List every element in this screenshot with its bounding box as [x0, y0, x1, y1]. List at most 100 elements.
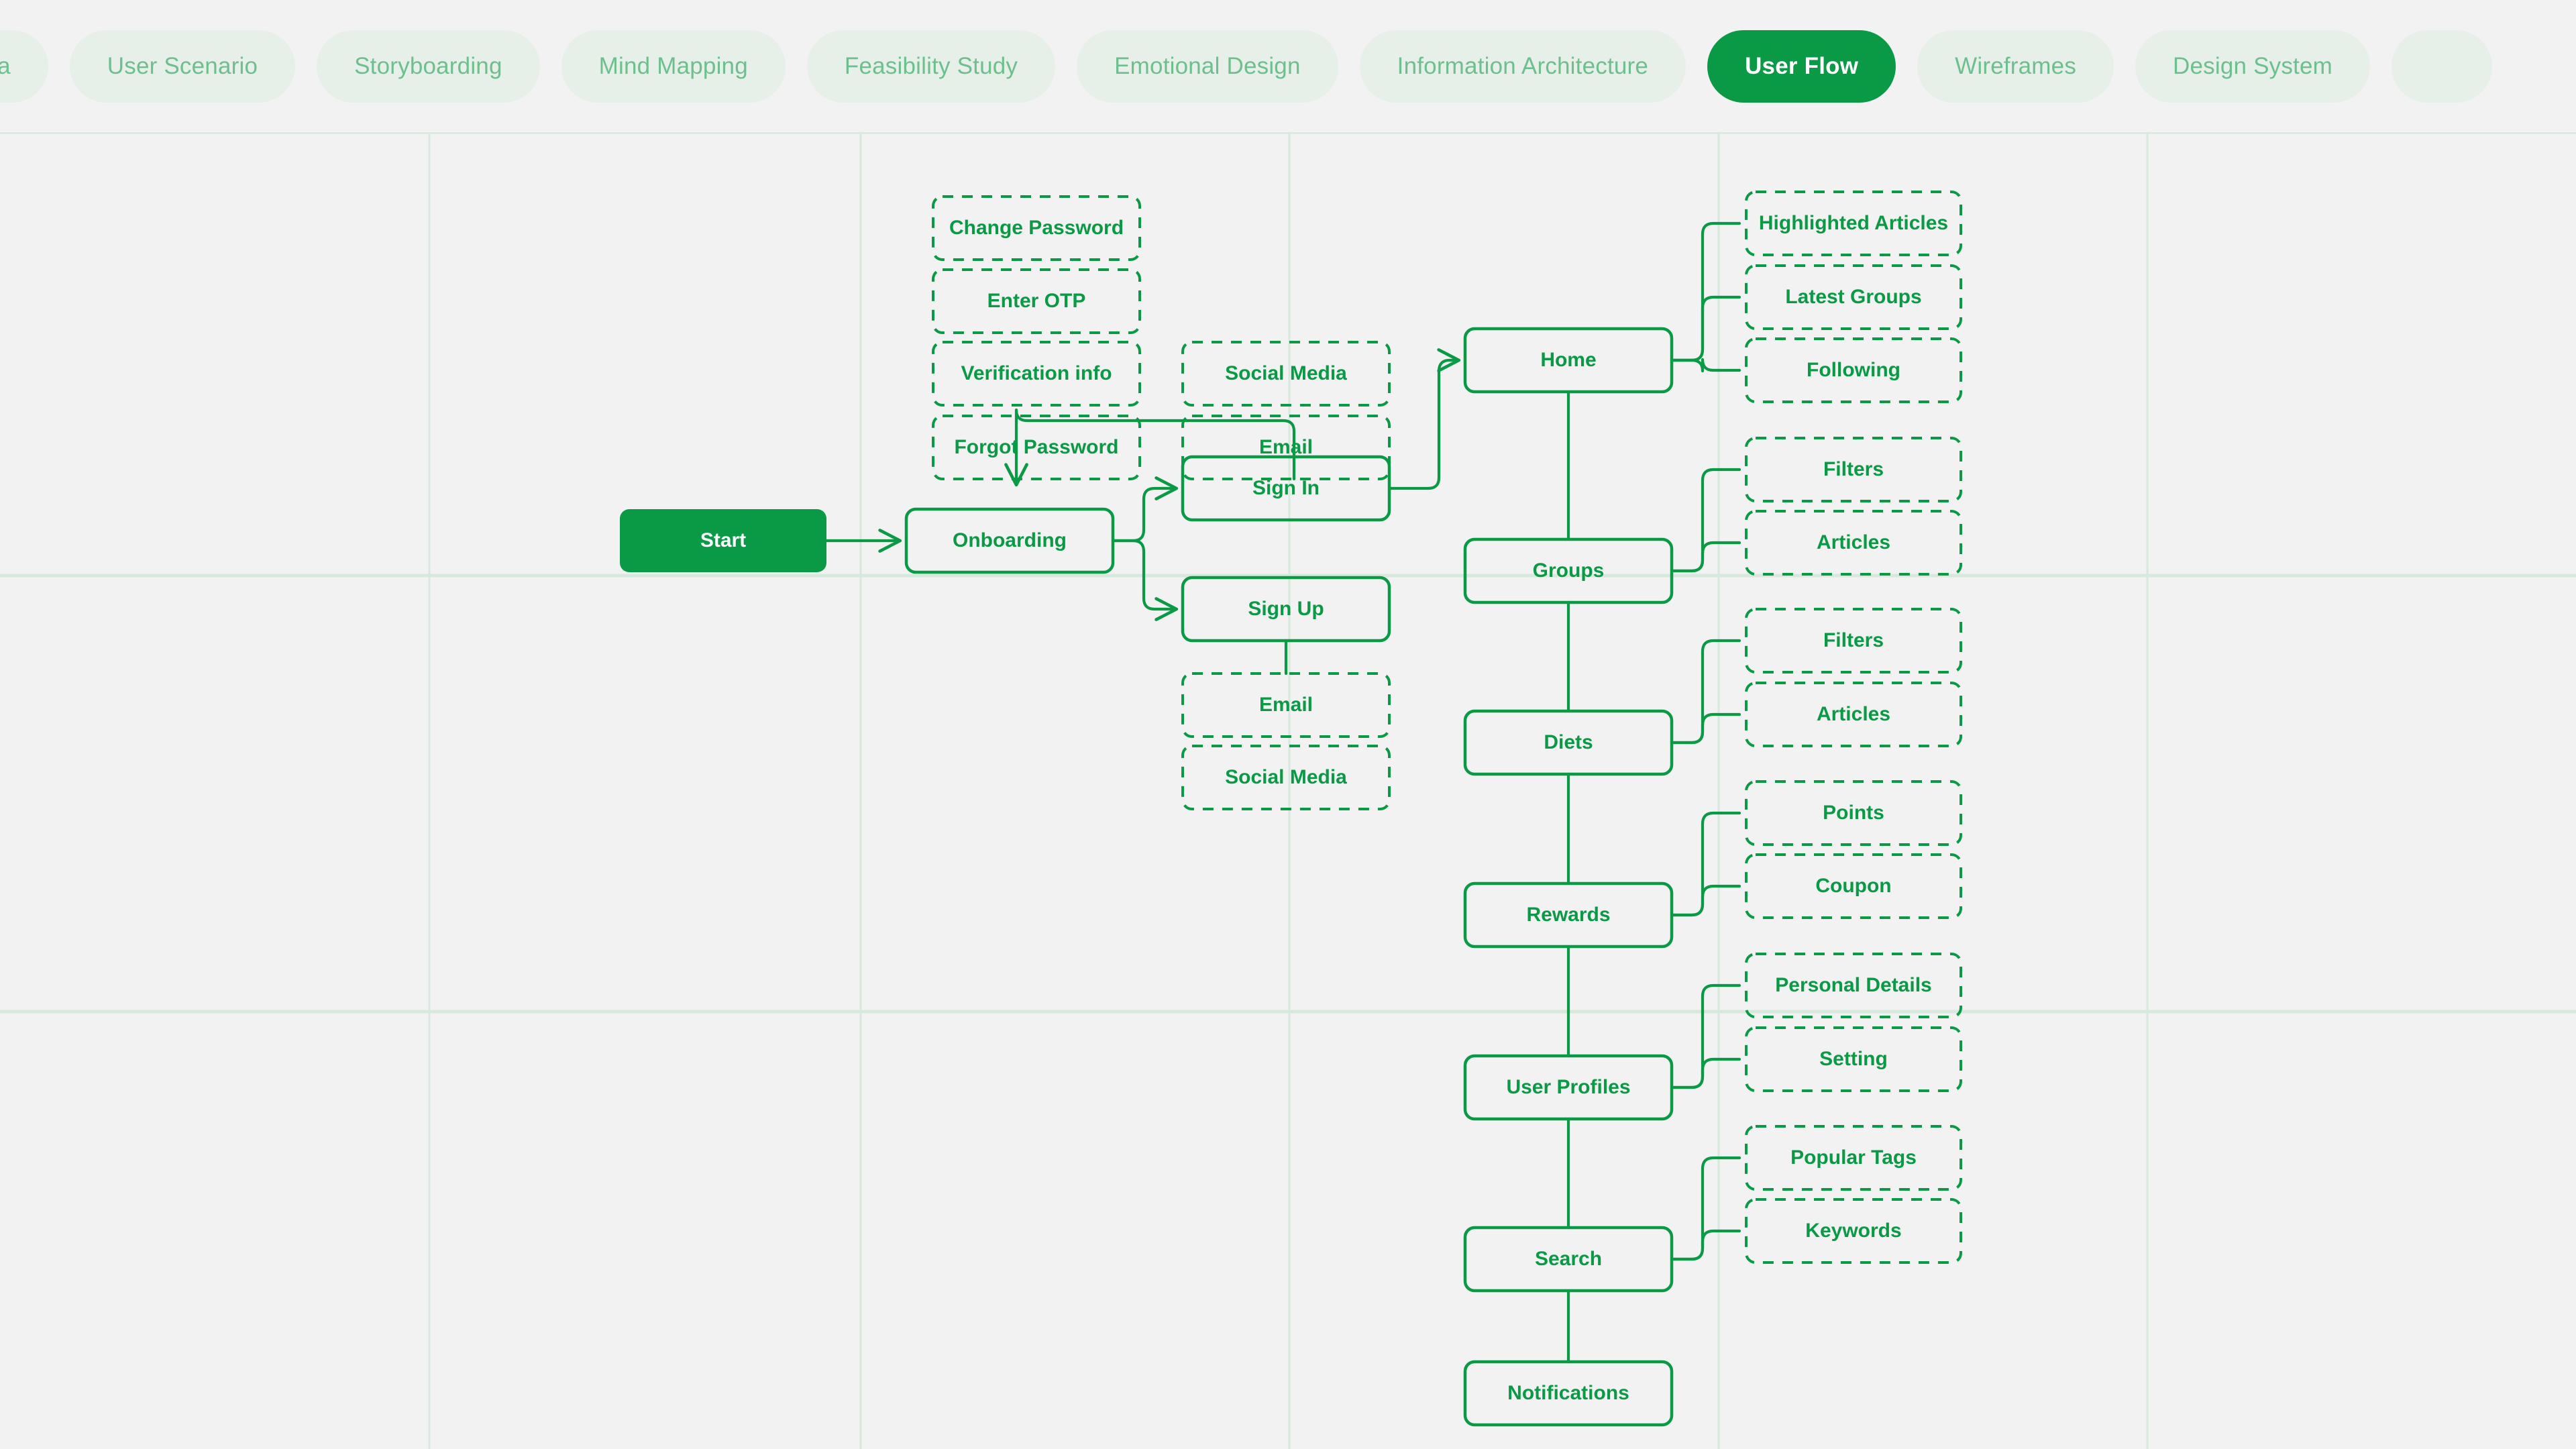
node-shape-solid [1463, 1226, 1674, 1293]
node-label: Popular Tags [1790, 1146, 1917, 1169]
tab-feasibility-study[interactable]: Feasibility Study [806, 30, 1056, 103]
flow-node-si_social[interactable]: Social Media [1181, 341, 1391, 407]
node-shape-dashed [1745, 853, 1962, 919]
node-label: Start [700, 529, 746, 551]
flow-node-notifications[interactable]: Notifications [1463, 1360, 1674, 1427]
flow-node-signin[interactable]: Sign In [1181, 455, 1391, 522]
node-shape-solid [904, 507, 1115, 574]
edge-connector [1111, 476, 1179, 543]
node-shape-dashed [1745, 1026, 1962, 1092]
flow-node-d_articles[interactable]: Articles [1745, 682, 1962, 747]
tab-wireframes[interactable]: Wireframes [1917, 30, 2114, 103]
node-label: Diets [1544, 731, 1593, 753]
edge-connector [1670, 983, 1741, 1089]
flow-node-points[interactable]: Points [1745, 780, 1962, 846]
node-label: Change Password [949, 217, 1124, 239]
node-label: Filters [1823, 458, 1884, 480]
node-label: Points [1823, 802, 1884, 824]
tab-label: Emotional Design [1114, 52, 1301, 79]
node-label: Sign In [1252, 477, 1320, 499]
node-shape-dashed [1745, 337, 1962, 403]
flow-node-search[interactable]: Search [1463, 1226, 1674, 1293]
flow-node-pers_details[interactable]: Personal Details [1745, 953, 1962, 1018]
tab-user-scenario[interactable]: User Scenario [69, 30, 296, 103]
edge-connector [1670, 1229, 1741, 1261]
node-shape-solid [1463, 709, 1674, 776]
tab-label: User Flow [1745, 52, 1859, 79]
tool-tabs-bar: Persona User Scenario Storyboarding Mind Ma… [0, 0, 2576, 132]
tab-mind-mapping[interactable]: Mind Mapping [561, 30, 786, 103]
node-shape-dashed [932, 195, 1141, 261]
flow-node-verifinfo[interactable]: Verification info [932, 341, 1141, 407]
node-shape-dashed [1745, 437, 1962, 502]
node-shape-dashed [1745, 953, 1962, 1018]
edge-connector [1111, 539, 1179, 621]
flow-canvas[interactable]: Start Onboarding Sign In Sign Up Change Pass… [0, 132, 2576, 1449]
flow-node-su_social[interactable]: Social Media [1181, 745, 1391, 810]
flow-node-enterotp[interactable]: Enter OTP [932, 268, 1141, 334]
edge-connector [1670, 1156, 1741, 1261]
tab-overflow-10[interactable] [2392, 30, 2492, 103]
tab-label: User Scenario [107, 52, 258, 79]
flow-node-setting[interactable]: Setting [1745, 1026, 1962, 1092]
flow-node-changepw[interactable]: Change Password [932, 195, 1141, 261]
flow-node-rewards[interactable]: Rewards [1463, 881, 1674, 949]
node-label: Articles [1817, 703, 1890, 725]
edge-connector [1670, 468, 1741, 573]
tab-storyboarding[interactable]: Storyboarding [317, 30, 540, 103]
edge-connector [1004, 408, 1296, 487]
edge-connector [1670, 712, 1741, 745]
node-label: Sign Up [1248, 598, 1324, 620]
flow-node-si_email[interactable]: Email [1181, 415, 1391, 480]
node-shape-solid [1181, 455, 1391, 522]
flow-node-d_filters[interactable]: Filters [1745, 608, 1962, 674]
node-shape-dashed [1745, 1198, 1962, 1264]
flow-node-following[interactable]: Following [1745, 337, 1962, 403]
flow-node-start[interactable]: Start [620, 509, 826, 572]
flow-node-profiles[interactable]: User Profiles [1463, 1054, 1674, 1121]
tab-emotional-design[interactable]: Emotional Design [1077, 30, 1338, 103]
flow-node-onboarding[interactable]: Onboarding [904, 507, 1115, 574]
tab-user-flow[interactable]: User Flow [1707, 30, 1896, 103]
canvas-grid [0, 132, 2576, 1449]
flow-node-g_articles[interactable]: Articles [1745, 510, 1962, 576]
edge-connector [1670, 1057, 1741, 1089]
flow-node-forgotpw[interactable]: Forgot Password [932, 415, 1141, 480]
node-label: Forgot Password [954, 436, 1118, 458]
node-label: Groups [1533, 559, 1605, 582]
node-shape-dashed [932, 415, 1141, 480]
tab-persona[interactable]: Persona [0, 30, 48, 103]
node-shape-solid [1463, 1054, 1674, 1121]
flow-node-latest_groups[interactable]: Latest Groups [1745, 264, 1962, 330]
flow-node-su_email[interactable]: Email [1181, 672, 1391, 738]
flow-node-g_filters[interactable]: Filters [1745, 437, 1962, 502]
node-label: Coupon [1815, 875, 1891, 897]
node-shape-solid [1463, 881, 1674, 949]
flow-node-signup[interactable]: Sign Up [1181, 576, 1391, 643]
node-shape-dashed [1181, 672, 1391, 738]
node-label: Email [1259, 436, 1313, 458]
edge-connector [1670, 295, 1741, 362]
flow-node-pop_tags[interactable]: Popular Tags [1745, 1125, 1962, 1191]
node-label: Keywords [1805, 1220, 1901, 1242]
tab-label: Persona [0, 52, 11, 79]
node-shape-dashed [1181, 745, 1391, 810]
user-flow-diagram: Start Onboarding Sign In Sign Up Change Pass… [620, 191, 1962, 1427]
tab-information-architecture[interactable]: Information Architecture [1359, 30, 1686, 103]
tab-label: Storyboarding [354, 52, 502, 79]
tab-design-system[interactable]: Design System [2135, 30, 2370, 103]
node-shape-dashed [1745, 264, 1962, 330]
node-label: Home [1540, 349, 1596, 371]
flow-node-hl_articles[interactable]: Highlighted Articles [1745, 191, 1962, 256]
flow-node-diets[interactable]: Diets [1463, 709, 1674, 776]
tab-label: Mind Mapping [598, 52, 748, 79]
flow-node-keywords[interactable]: Keywords [1745, 1198, 1962, 1264]
flow-node-coupon[interactable]: Coupon [1745, 853, 1962, 919]
node-label: Onboarding [953, 529, 1067, 551]
node-shape-dashed [932, 341, 1141, 407]
flow-node-home[interactable]: Home [1463, 327, 1674, 394]
tool-tabs-strip[interactable]: Persona User Scenario Storyboarding Mind Ma… [0, 30, 2492, 103]
flow-node-groups[interactable]: Groups [1463, 537, 1674, 604]
node-shape-dashed [1745, 191, 1962, 256]
node-label: Email [1259, 694, 1313, 716]
